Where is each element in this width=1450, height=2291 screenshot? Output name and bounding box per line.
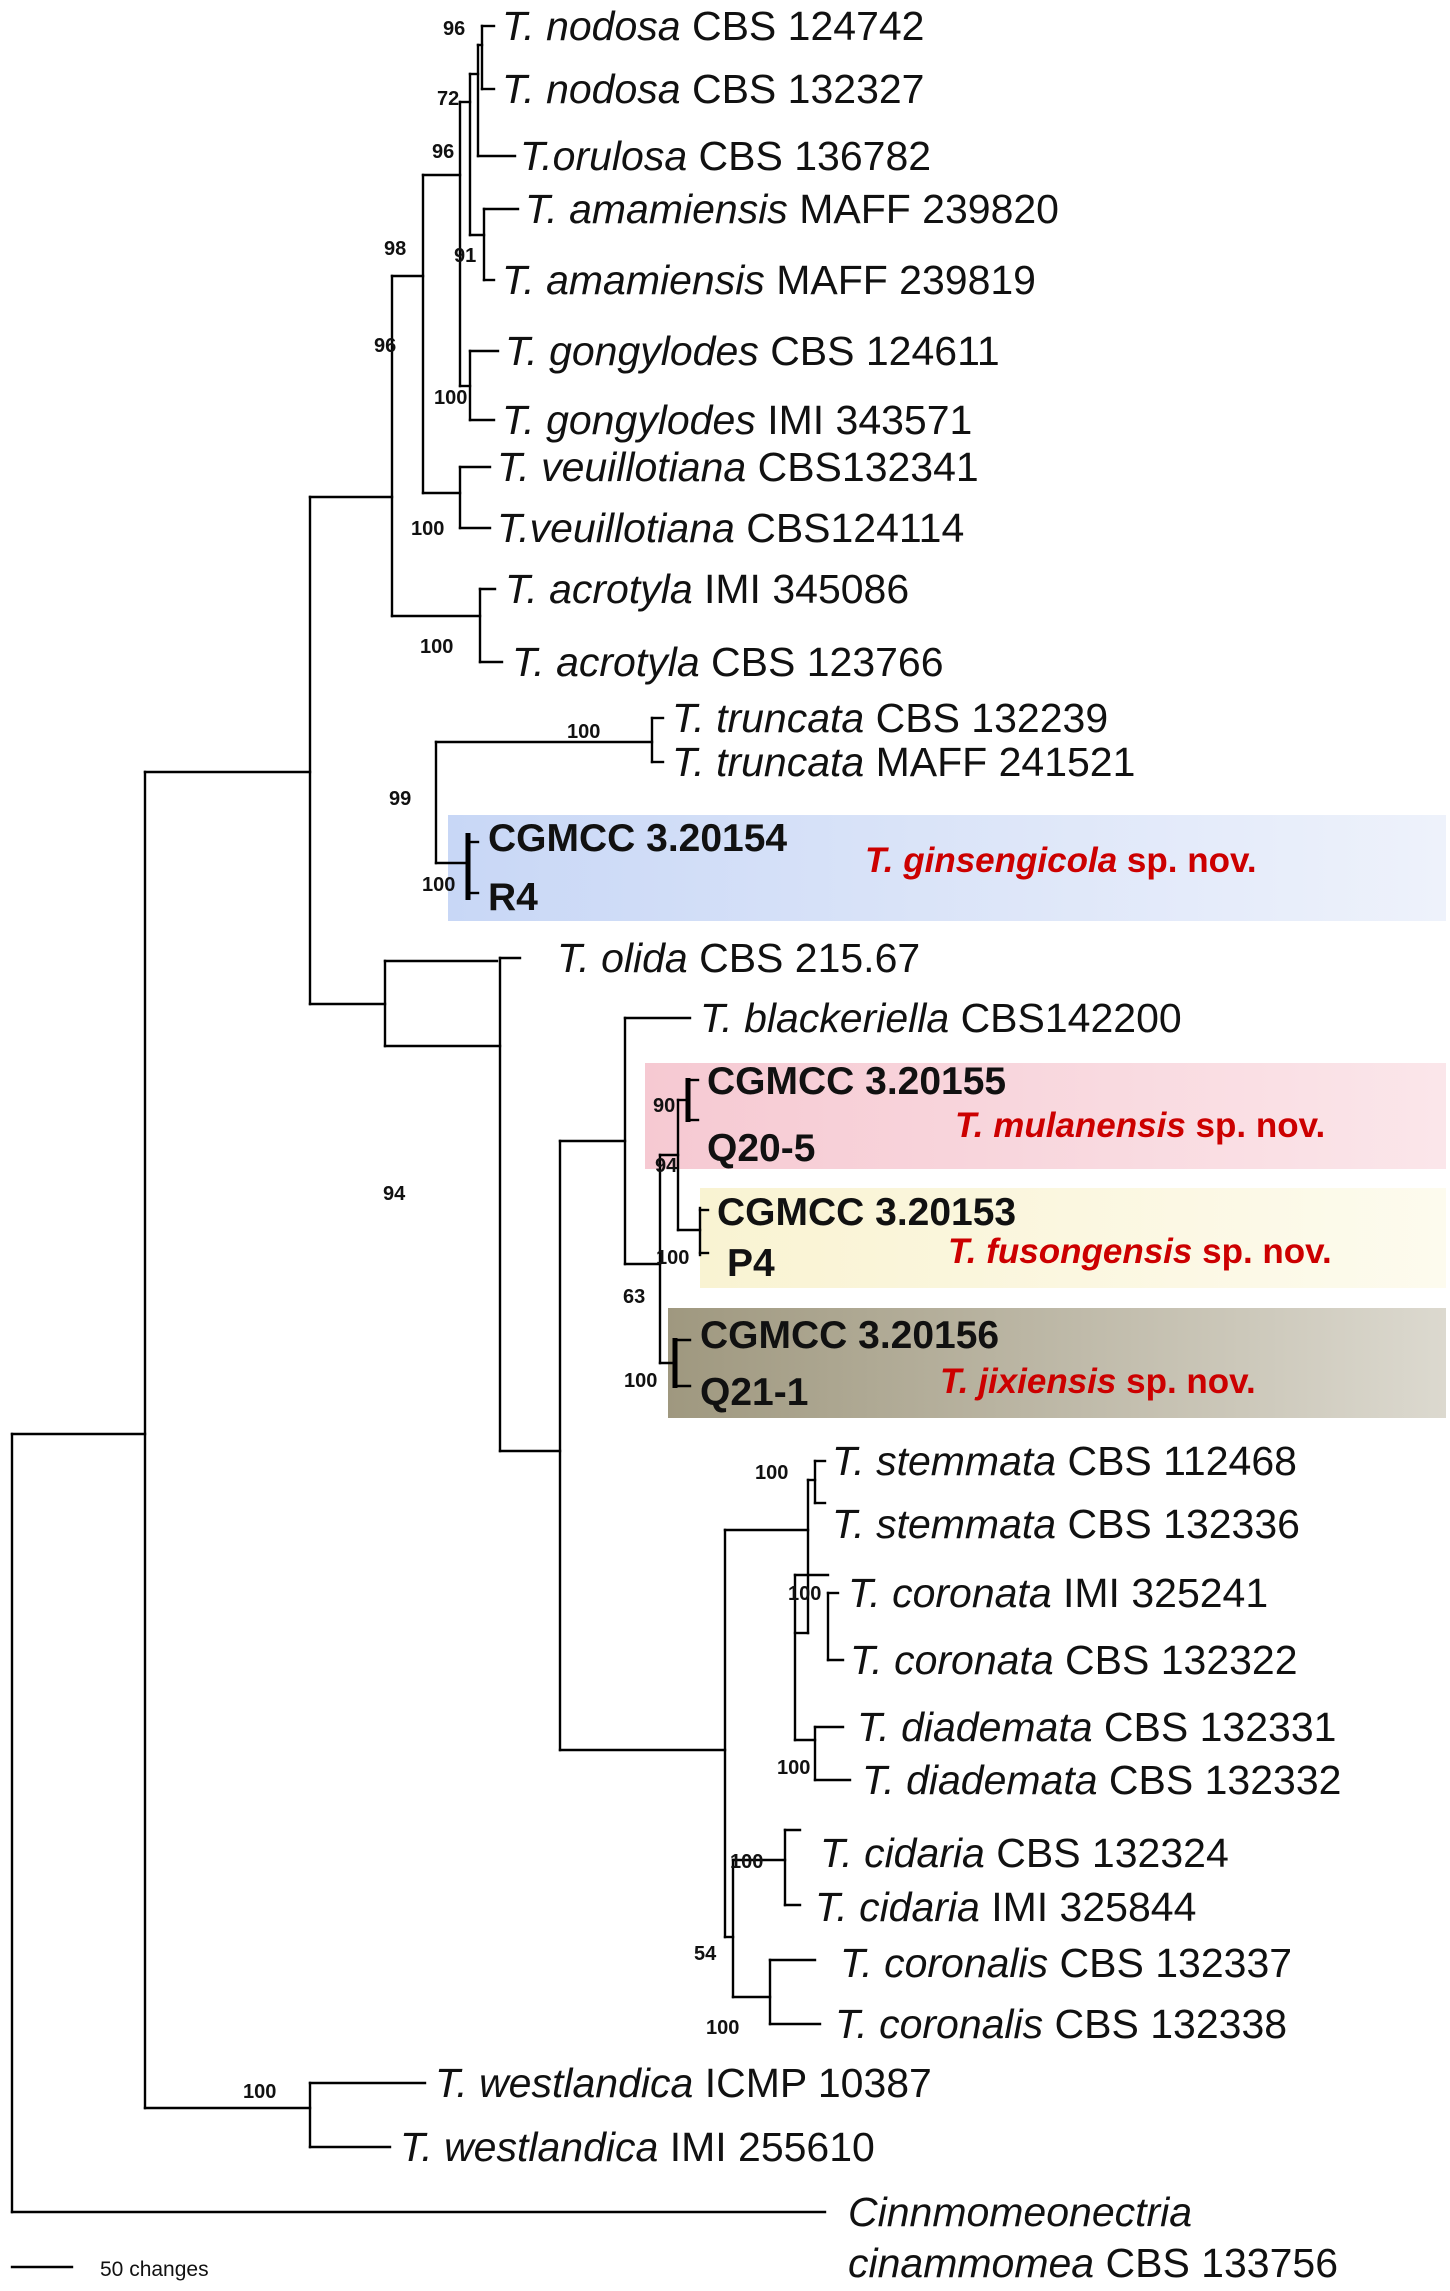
support-value: 96 — [443, 18, 465, 40]
new-species-name: T. mulanensis sp. nov. — [955, 1106, 1325, 1145]
support-value: 99 — [389, 788, 411, 810]
taxon-label: T. amamiensis MAFF 239819 — [502, 257, 1036, 303]
taxon-label: T. veuillotiana CBS132341 — [497, 444, 979, 490]
taxon-label: T. diademata CBS 132332 — [862, 1757, 1341, 1803]
new-strain-label: Q20-5 — [707, 1127, 815, 1170]
support-values: 96 72 96 98 91 96 100 100 100 100 99 100… — [243, 18, 821, 2103]
support-value: 100 — [706, 2017, 739, 2039]
new-strain-label: CGMCC 3.20155 — [707, 1060, 1006, 1103]
scale-bar-label: 50 changes — [100, 2258, 209, 2281]
support-value: 100 — [411, 518, 444, 540]
taxon-label: T. nodosa CBS 124742 — [502, 3, 924, 49]
taxon-label: T. coronalis CBS 132338 — [835, 2001, 1287, 2047]
support-value: 94 — [383, 1183, 406, 1205]
support-value: 100 — [567, 721, 600, 743]
outgroup-label-line2: cinammomea CBS 133756 — [848, 2240, 1338, 2286]
taxon-label: T. westlandica IMI 255610 — [400, 2124, 875, 2170]
support-value: 100 — [434, 387, 467, 409]
support-value: 100 — [624, 1370, 657, 1392]
support-value: 100 — [755, 1462, 788, 1484]
taxon-label: T. diademata CBS 132331 — [857, 1704, 1336, 1750]
support-value: 96 — [374, 335, 396, 357]
support-value: 100 — [730, 1851, 763, 1873]
taxon-label: T. stemmata CBS 132336 — [832, 1501, 1300, 1547]
taxon-label: T. coronalis CBS 132337 — [840, 1940, 1292, 1986]
taxon-label: T. acrotyla IMI 345086 — [505, 566, 909, 612]
support-value: 100 — [656, 1247, 689, 1269]
new-strain-label: CGMCC 3.20156 — [700, 1314, 999, 1357]
new-strain-label: P4 — [727, 1242, 775, 1285]
taxon-label: T. acrotyla CBS 123766 — [512, 639, 944, 685]
support-value: 63 — [623, 1286, 645, 1308]
taxon-label: T. cidaria CBS 132324 — [820, 1830, 1229, 1876]
highlight-jixiensis — [668, 1308, 1446, 1418]
taxon-label: T. gongylodes CBS 124611 — [505, 328, 1000, 374]
new-strain-label: CGMCC 3.20153 — [717, 1191, 1016, 1234]
taxon-label: T. nodosa CBS 132327 — [502, 66, 924, 112]
taxon-label: T. olida CBS 215.67 — [557, 935, 920, 981]
taxon-label: T. cidaria IMI 325844 — [815, 1884, 1196, 1930]
support-value: 72 — [437, 88, 459, 110]
taxon-label: T. westlandica ICMP 10387 — [435, 2060, 932, 2106]
support-value: 54 — [694, 1943, 717, 1965]
tree-branches — [10, 24, 852, 2269]
taxon-label: T. blackeriella CBS142200 — [700, 995, 1182, 1041]
taxon-label: T. coronata CBS 132322 — [850, 1637, 1298, 1683]
support-value: 100 — [777, 1757, 810, 1779]
support-value: 100 — [243, 2081, 276, 2103]
taxon-label: T. coronata IMI 325241 — [848, 1570, 1268, 1616]
support-value: 100 — [422, 874, 455, 896]
new-species-name: T. ginsengicola sp. nov. — [865, 841, 1257, 880]
outgroup-label-line1: Cinnmomeonectria — [848, 2189, 1192, 2235]
new-strain-label: R4 — [488, 876, 538, 919]
highlight-mulanensis — [645, 1063, 1446, 1169]
support-value: 90 — [653, 1095, 675, 1117]
support-value: 100 — [788, 1583, 821, 1605]
new-species-name: T. jixiensis sp. nov. — [940, 1362, 1256, 1401]
support-value: 96 — [432, 141, 454, 163]
taxon-label: T. truncata CBS 132239 — [672, 695, 1108, 741]
new-strain-label: Q21-1 — [700, 1371, 808, 1414]
new-species-name: T. fusongensis sp. nov. — [948, 1232, 1332, 1271]
new-species-labels: CGMCC 3.20154 R4 T. ginsengicola sp. nov… — [488, 817, 1332, 1414]
taxon-label: T. amamiensis MAFF 239820 — [525, 186, 1059, 232]
support-value: 98 — [384, 238, 406, 260]
taxon-label: T. stemmata CBS 112468 — [832, 1438, 1297, 1484]
highlight-fusongensis — [700, 1188, 1446, 1288]
taxon-labels: T. nodosa CBS 124742 T. nodosa CBS 13232… — [400, 3, 1341, 2286]
support-value: 100 — [420, 636, 453, 658]
taxon-label: T. gongylodes IMI 343571 — [502, 397, 972, 443]
taxon-label: T.veuillotiana CBS124114 — [497, 505, 964, 551]
support-value: 94 — [655, 1155, 678, 1177]
support-value: 91 — [454, 245, 476, 267]
taxon-label: T.orulosa CBS 136782 — [520, 133, 931, 179]
taxon-label: T. truncata MAFF 241521 — [672, 739, 1135, 785]
highlight-ginsengicola — [448, 815, 1446, 921]
new-strain-label: CGMCC 3.20154 — [488, 817, 787, 860]
